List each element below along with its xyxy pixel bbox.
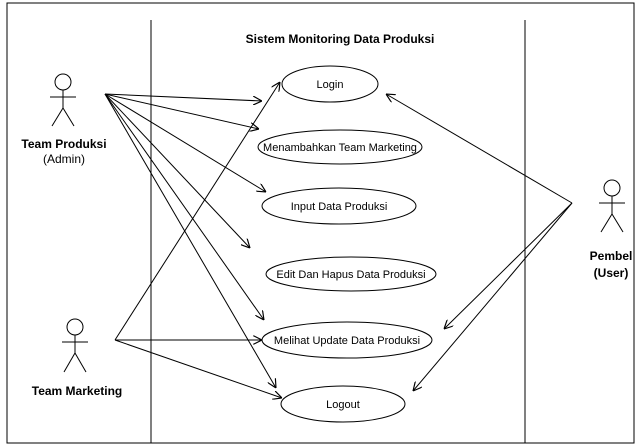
association-admin-tambah-marketing [104,93,259,129]
use-case-input-data-shape [261,187,417,225]
use-case-logout-label: Logout [326,399,360,411]
actor-user: Pembel (User) [590,179,633,280]
association-admin-edit-hapus [104,93,250,248]
association-marketing-login [114,82,280,341]
use-case-logout-shape [280,385,406,423]
use-case-edit-hapus-label: Edit Dan Hapus Data Produksi [276,269,425,281]
use-case-input-data[interactable]: Input Data Produksi [261,187,417,225]
actor-admin: Team Produksi (Admin) [21,73,107,166]
association-admin-input-data [104,93,266,192]
use-case-melihat-update-shape [261,321,433,359]
use-case-login[interactable]: Login [281,65,379,103]
association-user-logout [413,202,573,391]
use-case-tambah-marketing-shape [257,129,423,165]
actor-marketing-head [66,318,84,336]
association-user-melihat-update [444,202,573,329]
association-user-login [386,94,573,204]
actor-marketing-leg-left [63,352,76,373]
association-admin-login [104,93,262,101]
use-case-logout[interactable]: Logout [280,385,406,423]
use-case-edit-hapus[interactable]: Edit Dan Hapus Data Produksi [265,256,437,292]
actor-user-label-1: Pembel [590,249,633,263]
use-case-melihat-update-label: Melihat Update Data Produksi [274,335,420,347]
actor-user-leg-left [600,213,613,233]
use-case-login-shape [281,65,379,103]
associations [104,82,573,398]
actor-admin-leg-left [51,107,64,127]
system-title: Sistem Monitoring Data Produksi [246,32,435,46]
actor-admin-leg-right [62,107,75,127]
actor-admin-label-1: Team Produksi [21,137,106,151]
actor-marketing-label: Team Marketing [32,384,122,398]
actor-marketing: Team Marketing [32,318,122,398]
actor-user-label-2: (User) [594,266,629,280]
use-case-melihat-update[interactable]: Melihat Update Data Produksi [261,321,433,359]
actor-marketing-leg-right [74,352,87,373]
association-marketing-logout [114,339,282,398]
association-admin-melihat-update [104,93,264,320]
association-admin-logout [104,93,276,388]
use-case-edit-hapus-shape [265,256,437,292]
actor-user-leg-right [611,213,624,233]
use-case-login-label: Login [317,79,344,91]
actor-admin-head [54,73,72,91]
actor-admin-label-2: (Admin) [43,152,85,166]
actor-user-head [603,179,621,197]
use-case-tambah-marketing[interactable]: Menambahkan Team Marketing [257,129,423,165]
use-case-tambah-marketing-label: Menambahkan Team Marketing [263,142,417,154]
use-case-input-data-label: Input Data Produksi [291,201,388,213]
